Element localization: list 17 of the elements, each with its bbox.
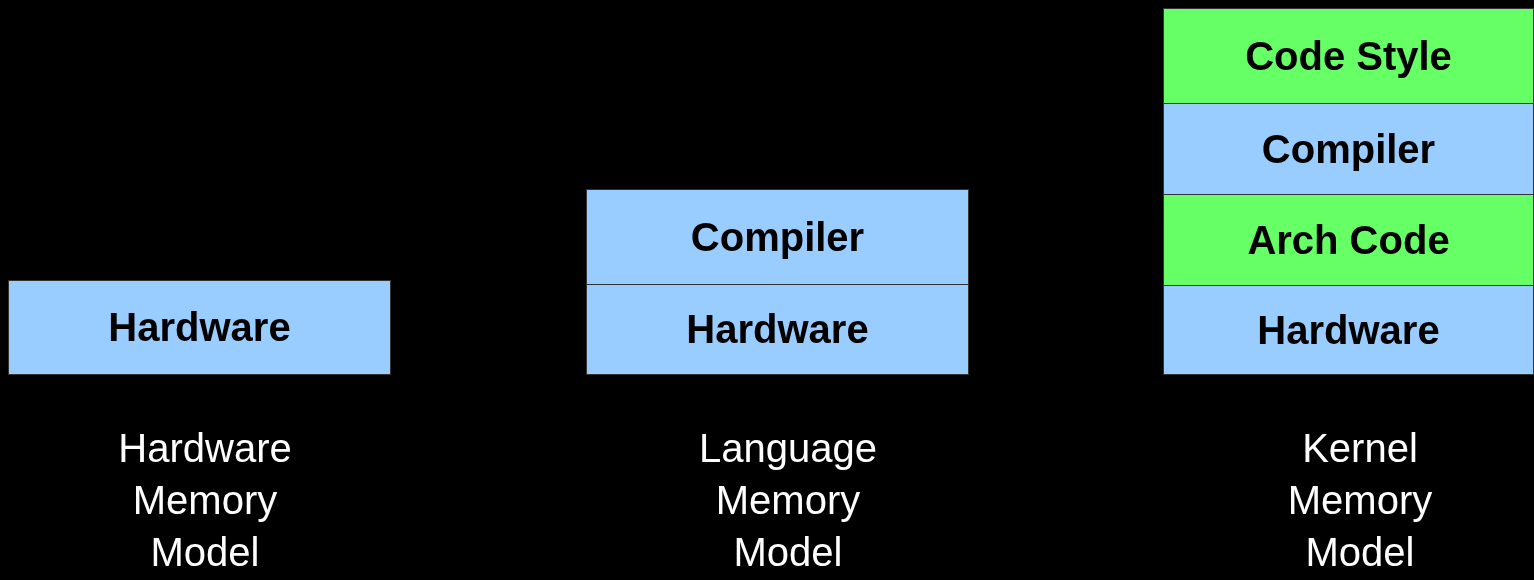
layer-box (1163, 285, 1534, 375)
layer-box (586, 284, 969, 375)
layer-label: Hardware (108, 305, 291, 350)
layer-label: Arch Code (1247, 217, 1450, 263)
layer-label: Hardware (686, 307, 869, 352)
layer-label: Hardware (1257, 307, 1440, 353)
stack-caption: Language Memory Model (698, 425, 878, 576)
layer-label: Compiler (690, 214, 865, 260)
stack-caption: Hardware Memory Model (117, 425, 293, 576)
layer-box (1163, 8, 1534, 104)
layer-label: Compiler (1261, 126, 1436, 172)
layer-box (8, 280, 391, 375)
layer-box (1163, 194, 1534, 286)
layer-label: Code Style (1245, 33, 1452, 79)
layer-box (1163, 103, 1534, 195)
stack-caption: Kernel Memory Model (1286, 425, 1434, 576)
layer-box (586, 189, 969, 285)
